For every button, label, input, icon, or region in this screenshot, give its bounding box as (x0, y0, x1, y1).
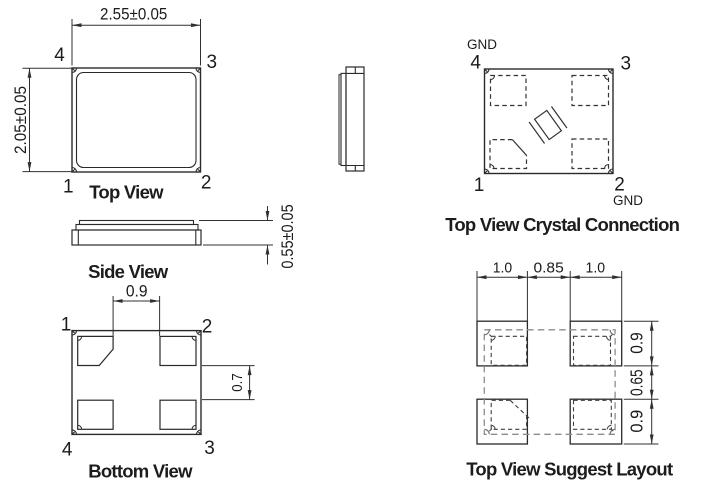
svg-text:Top View: Top View (89, 182, 164, 203)
svg-text:3: 3 (207, 52, 218, 73)
svg-text:1: 1 (61, 315, 72, 336)
svg-text:2: 2 (614, 175, 625, 196)
svg-text:GND: GND (613, 193, 643, 208)
svg-text:Side View: Side View (88, 261, 169, 282)
svg-text:1: 1 (63, 177, 74, 198)
svg-text:Top View Crystal Connection: Top View Crystal Connection (445, 214, 679, 235)
svg-text:Top View Suggest Layout: Top View Suggest Layout (466, 459, 673, 480)
svg-text:0.7: 0.7 (230, 373, 246, 391)
svg-text:3: 3 (621, 54, 632, 75)
svg-text:0.85: 0.85 (534, 261, 564, 277)
svg-text:1: 1 (474, 175, 485, 196)
svg-text:1.0: 1.0 (493, 261, 512, 277)
svg-text:1.0: 1.0 (586, 261, 606, 277)
svg-text:0.65: 0.65 (626, 369, 646, 396)
svg-text:4: 4 (470, 52, 481, 73)
svg-text:2: 2 (201, 173, 212, 194)
svg-text:3: 3 (204, 438, 215, 459)
svg-text:0.55±0.05: 0.55±0.05 (278, 204, 297, 268)
svg-text:GND: GND (467, 37, 497, 52)
svg-text:2.05±0.05: 2.05±0.05 (11, 86, 30, 154)
svg-text:2.55±0.05: 2.55±0.05 (100, 5, 167, 23)
svg-text:Bottom View: Bottom View (88, 461, 193, 482)
svg-text:4: 4 (54, 45, 65, 66)
svg-text:0.9: 0.9 (626, 410, 646, 433)
svg-text:2: 2 (202, 317, 213, 338)
svg-text:0.9: 0.9 (626, 332, 646, 354)
svg-text:0.9: 0.9 (126, 283, 148, 301)
svg-text:4: 4 (62, 440, 73, 461)
